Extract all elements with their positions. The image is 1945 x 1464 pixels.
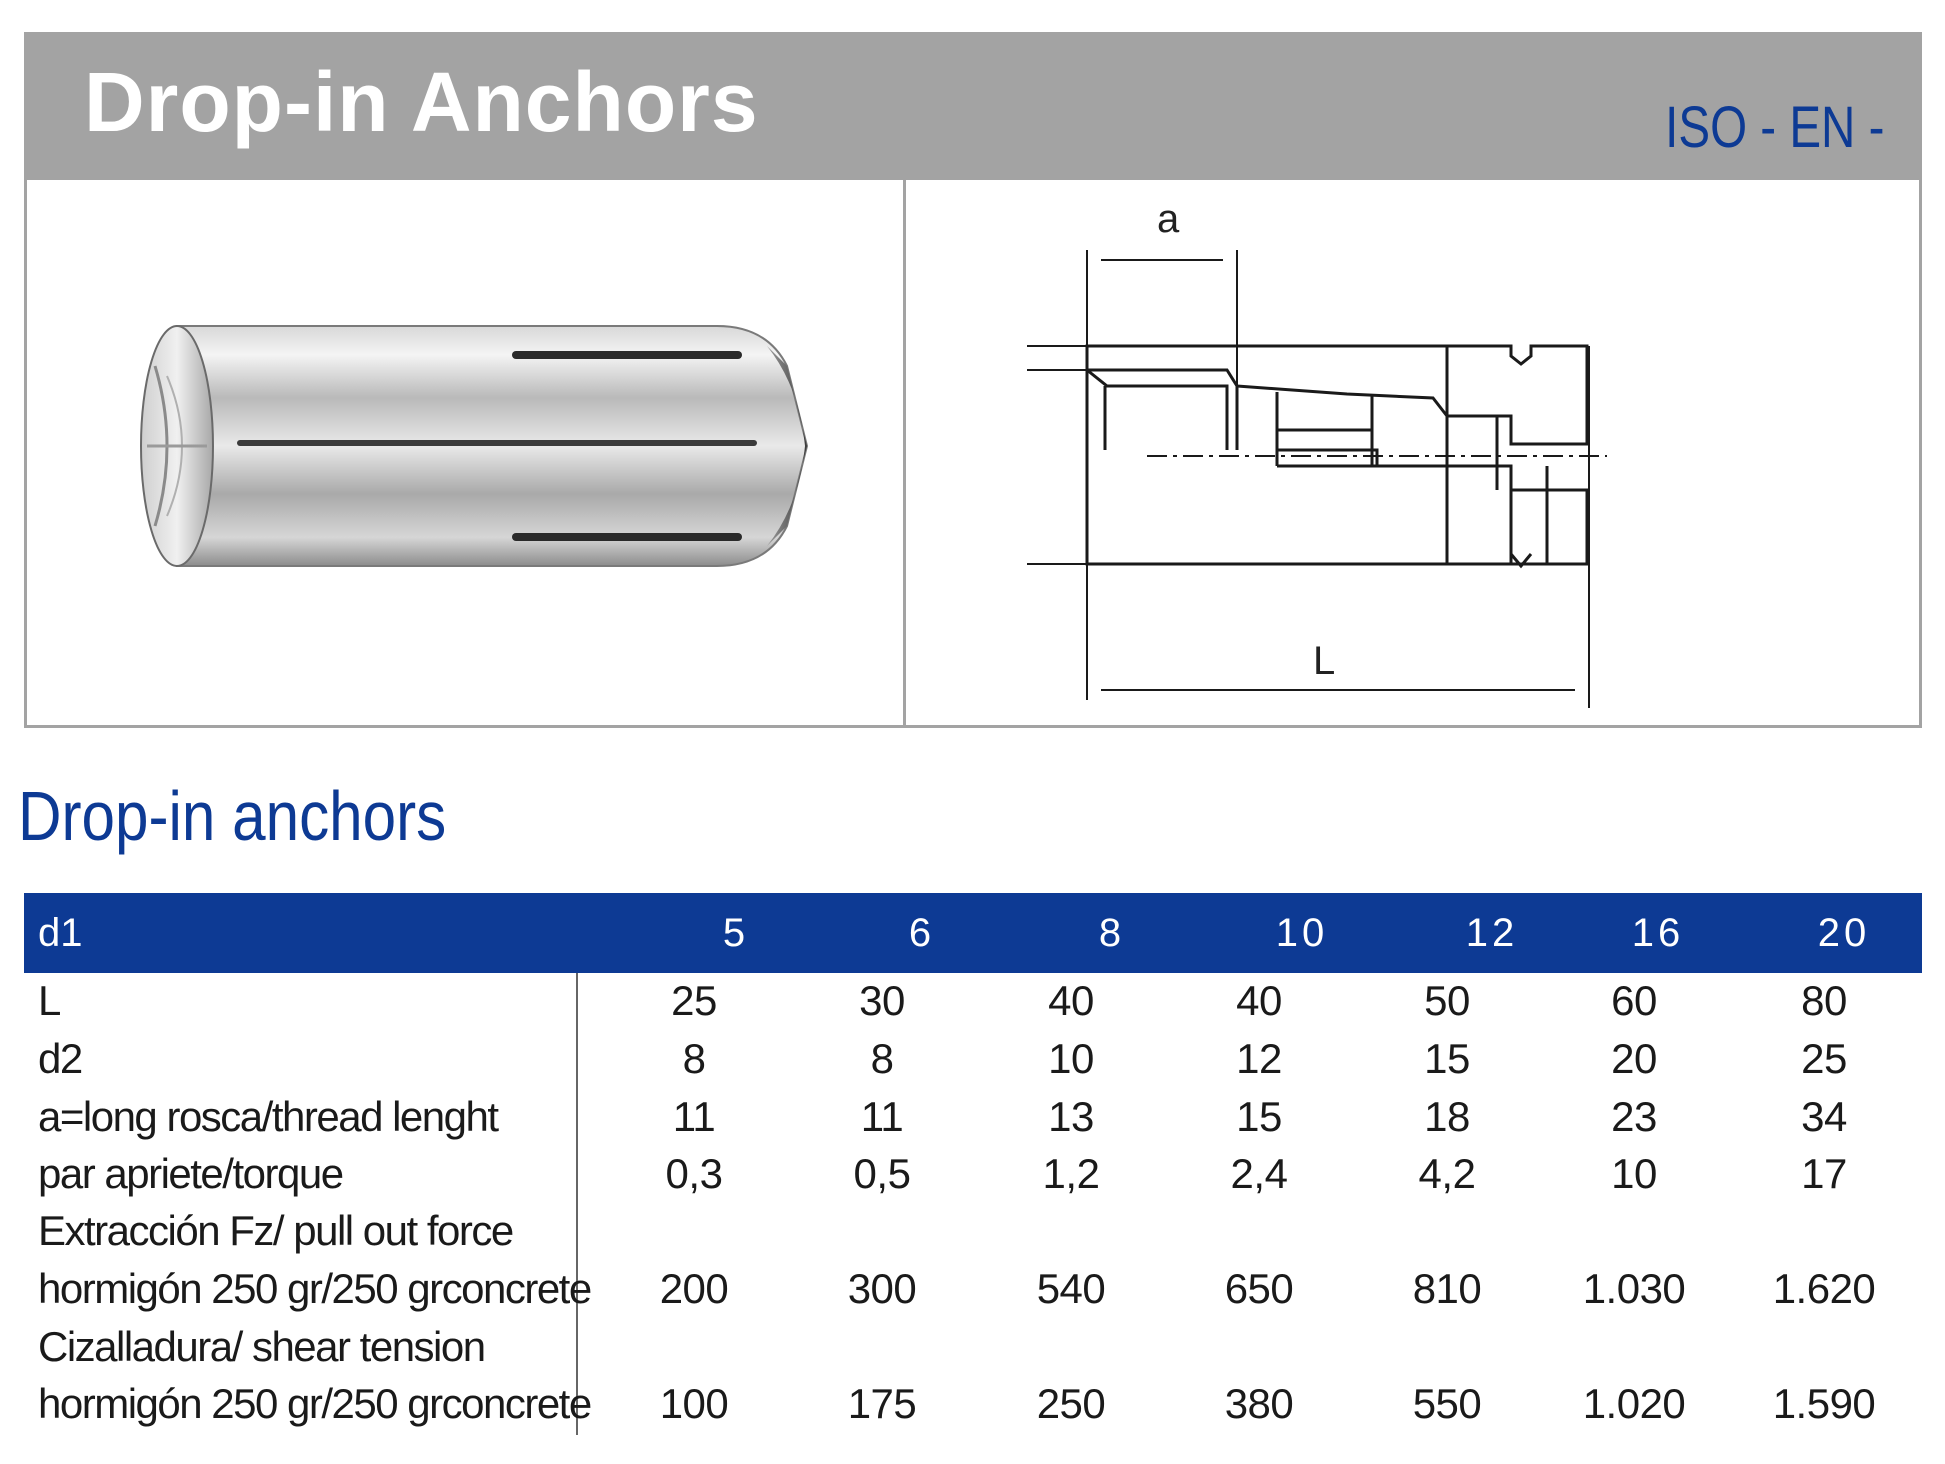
table-cell: 15 — [1424, 1035, 1470, 1082]
page-title: Drop-in Anchors — [84, 55, 759, 149]
table-cell: 18 — [1424, 1093, 1470, 1140]
table-cell: 100 — [659, 1380, 729, 1427]
table-header-cell: 6 — [908, 911, 936, 955]
table-cell: 200 — [659, 1265, 729, 1312]
table-cell: 40 — [1048, 977, 1094, 1024]
table-header-cell: 8 — [1098, 911, 1126, 955]
table-cell: 380 — [1224, 1380, 1294, 1427]
table-cell: 1.030 — [1582, 1265, 1686, 1312]
row-label: hormigón 250 gr/250 grconcrete — [38, 1380, 592, 1427]
table-cell: 10 — [1611, 1150, 1657, 1197]
table-header-cell: 20 — [1817, 911, 1871, 955]
illustration-frame: a d2 d1 L — [24, 180, 1922, 728]
anchor-photo — [140, 325, 809, 567]
table-cell: 250 — [1036, 1380, 1106, 1427]
table-cell: 40 — [1236, 977, 1282, 1024]
row-label: Extracción Fz/ pull out force — [38, 1207, 514, 1254]
table-cell: 8 — [682, 1035, 706, 1082]
table-cell: 1.620 — [1772, 1265, 1876, 1312]
table-cell: 17 — [1801, 1150, 1847, 1197]
table-cell: 25 — [1801, 1035, 1847, 1082]
table-cell: 11 — [672, 1093, 716, 1140]
table-cell: 175 — [847, 1380, 917, 1427]
table-column-divider — [576, 973, 578, 1435]
table-cell: 550 — [1412, 1380, 1482, 1427]
row-label: Cizalladura/ shear tension — [38, 1323, 486, 1370]
table-cell: 2,4 — [1230, 1150, 1288, 1197]
table-cell: 10 — [1048, 1035, 1094, 1082]
table-cell: 50 — [1424, 977, 1470, 1024]
table-cell: 8 — [870, 1035, 894, 1082]
table-cell: 1.590 — [1772, 1380, 1876, 1427]
table-header-label: d1 — [38, 911, 83, 955]
dimension-label-L: L — [1313, 639, 1335, 683]
table-cell: 60 — [1611, 977, 1657, 1024]
table-cell: 13 — [1048, 1093, 1094, 1140]
table-header-cell: 12 — [1465, 911, 1519, 955]
table-cell: 23 — [1611, 1093, 1657, 1140]
table-cell: 4,2 — [1418, 1150, 1476, 1197]
frame-divider — [903, 180, 906, 725]
table-cell: 15 — [1236, 1093, 1282, 1140]
table-cell: 540 — [1036, 1265, 1106, 1312]
header-band: Drop-in Anchors ISO - EN - — [24, 32, 1922, 180]
table-cell: 0,5 — [853, 1150, 911, 1197]
table-cell: 80 — [1801, 977, 1847, 1024]
dimension-label-a: a — [1157, 197, 1180, 241]
table-cell: 34 — [1801, 1093, 1847, 1140]
table-header-cell: 5 — [722, 911, 750, 955]
technical-drawing: a d2 d1 L — [1027, 197, 1607, 708]
table-cell: 300 — [847, 1265, 917, 1312]
standard-label: ISO - EN - — [1664, 95, 1884, 160]
table-cell: 20 — [1611, 1035, 1657, 1082]
row-label: a=long rosca/thread lenght — [38, 1093, 499, 1140]
table-cell: 650 — [1224, 1265, 1294, 1312]
table-cell: 25 — [671, 977, 717, 1024]
row-label: hormigón 250 gr/250 grconcrete — [38, 1265, 592, 1312]
table-header-cell: 10 — [1275, 911, 1329, 955]
table-cell: 0,3 — [665, 1150, 723, 1197]
table-cell: 30 — [859, 977, 905, 1024]
table-cell: 12 — [1236, 1035, 1282, 1082]
table-header-cell: 16 — [1631, 911, 1685, 955]
table-cell: 11 — [860, 1093, 904, 1140]
table-cell: 1.020 — [1582, 1380, 1686, 1427]
row-label: d2 — [38, 1035, 83, 1082]
row-label: L — [38, 977, 61, 1024]
table-header-row: d1 5 6 8 10 12 16 20 — [24, 893, 1922, 973]
table-cell: 810 — [1412, 1265, 1482, 1312]
row-label: par apriete/torque — [38, 1150, 344, 1197]
table-cell: 1,2 — [1042, 1150, 1100, 1197]
section-title: Drop-in anchors — [18, 777, 447, 855]
